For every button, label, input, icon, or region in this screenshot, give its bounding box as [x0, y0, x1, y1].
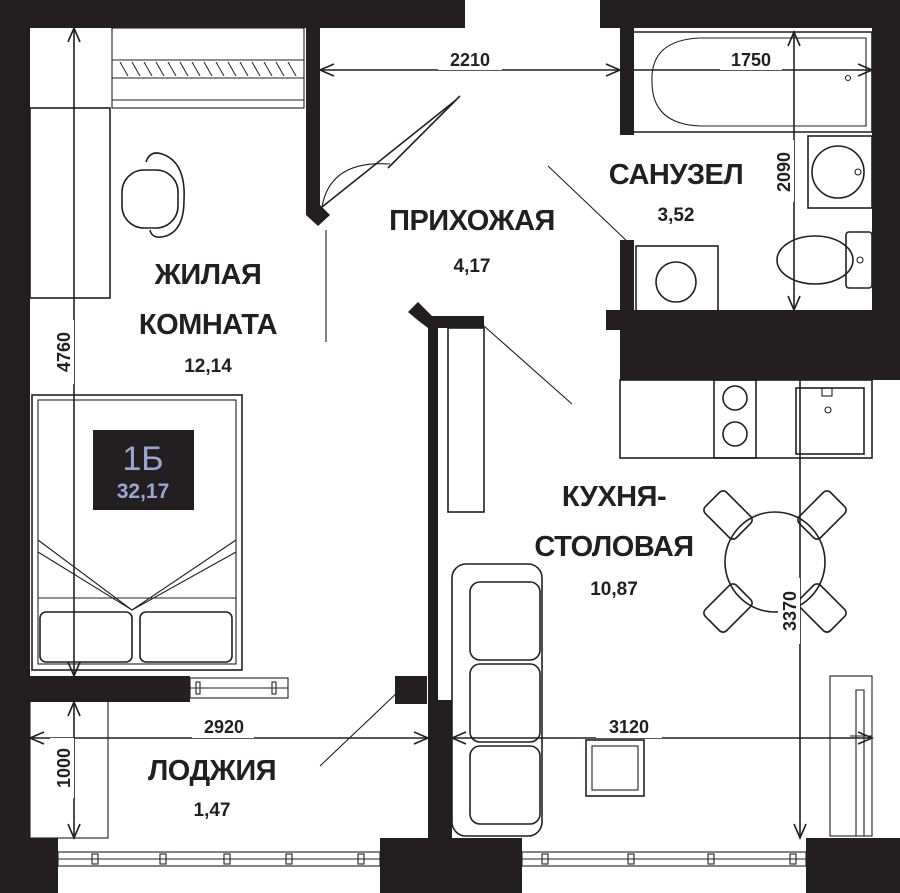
- wardrobe: [29, 107, 111, 299]
- wall-bath-upper: [620, 28, 634, 135]
- wall-bottom-mid: [380, 838, 522, 893]
- dim-kitchen-height: 3370: [780, 591, 800, 631]
- wall-loggia-block: [395, 676, 427, 704]
- room-hall-area: 4,17: [454, 256, 491, 277]
- room-labels: ЖИЛАЯ КОМНАТА 12,14 ПРИХОЖАЯ 4,17 САНУЗЕ…: [139, 159, 744, 821]
- bed-icon: [31, 394, 243, 671]
- dimension-labels: 2210 1750 2090 4760 2920 3120 3370 1000: [50, 50, 800, 798]
- bathtub-icon: [634, 31, 873, 133]
- room-bathroom-name: САНУЗЕЛ: [609, 159, 744, 191]
- room-loggia: ЛОДЖИЯ 1,47: [148, 755, 277, 821]
- window-loggia-bottom: [57, 851, 381, 867]
- room-kitchen-area: 10,87: [590, 579, 638, 600]
- toilet-icon: [776, 231, 873, 289]
- dim-loggia-width: 2920: [204, 717, 244, 737]
- coffee-table-icon: [585, 739, 645, 797]
- window-kitchen-right: [829, 675, 873, 837]
- room-hall: ПРИХОЖАЯ 4,17: [389, 205, 555, 277]
- wall-left: [0, 0, 30, 840]
- dim-kitchen-width: 3120: [609, 717, 649, 737]
- dining-table-icon: [703, 490, 847, 633]
- door-loggia-swing: [319, 689, 401, 767]
- wall-living-hall-end: [306, 205, 330, 226]
- hall-cabinet: [447, 327, 485, 513]
- badge-code: 1Б: [122, 440, 163, 478]
- dim-hall-width: 2210: [450, 50, 490, 70]
- sofa-icon: [451, 563, 543, 837]
- stove-icon: [713, 379, 757, 459]
- dim-living-height: 4760: [54, 332, 74, 372]
- dim-bath-width: 1750: [731, 50, 771, 70]
- badge-background: [93, 430, 194, 510]
- room-bathroom-area: 3,52: [658, 205, 695, 226]
- room-living-name-1: ЖИЛАЯ: [154, 259, 262, 291]
- window-living-top: [111, 27, 305, 109]
- kitchen-counter: [619, 379, 873, 459]
- wall-kitchen-lower: [428, 700, 452, 840]
- room-kitchen-name-1: КУХНЯ-: [562, 481, 666, 513]
- apartment-badge: 1Б 32,17: [93, 430, 194, 510]
- room-loggia-area: 1,47: [194, 800, 231, 821]
- wall-living-hall: [306, 28, 320, 208]
- wall-bottom-right: [806, 838, 900, 893]
- sink-icon: [807, 135, 873, 209]
- room-kitchen-name-2: СТОЛОВАЯ: [534, 531, 693, 563]
- wall-top-right: [600, 0, 900, 28]
- wall-loggia-top: [30, 676, 190, 702]
- dim-loggia-height: 1000: [54, 748, 74, 788]
- dim-bath-height: 2090: [774, 152, 794, 192]
- room-living-area: 12,14: [184, 356, 232, 377]
- room-kitchen: КУХНЯ- СТОЛОВАЯ 10,87: [534, 481, 694, 600]
- wall-kitchen-living: [408, 302, 484, 710]
- door-living: [321, 95, 461, 208]
- window-loggia-living: [189, 677, 289, 699]
- wall-bath-lower: [620, 240, 634, 320]
- windows: [57, 27, 873, 867]
- badge-total-area: 32,17: [117, 480, 170, 503]
- kitchen-sink-icon: [795, 387, 865, 455]
- room-living: ЖИЛАЯ КОМНАТА 12,14: [139, 259, 278, 377]
- loggia-shelf: [29, 699, 109, 839]
- room-bathroom: САНУЗЕЛ 3,52: [609, 159, 744, 226]
- wall-bath-block: [620, 310, 900, 380]
- room-loggia-name: ЛОДЖИЯ: [148, 755, 276, 787]
- window-kitchen-bottom: [521, 851, 807, 867]
- washing-machine-icon: [635, 245, 719, 315]
- furniture: [29, 31, 873, 839]
- wall-top-left: [0, 0, 465, 28]
- room-living-name-2: КОМНАТА: [139, 309, 278, 341]
- door-bath-swing: [547, 165, 631, 245]
- wall-bottom-left: [0, 838, 58, 893]
- chair-icon: [121, 152, 185, 238]
- room-hall-name: ПРИХОЖАЯ: [389, 205, 555, 237]
- door-kitchen-swing: [483, 325, 573, 405]
